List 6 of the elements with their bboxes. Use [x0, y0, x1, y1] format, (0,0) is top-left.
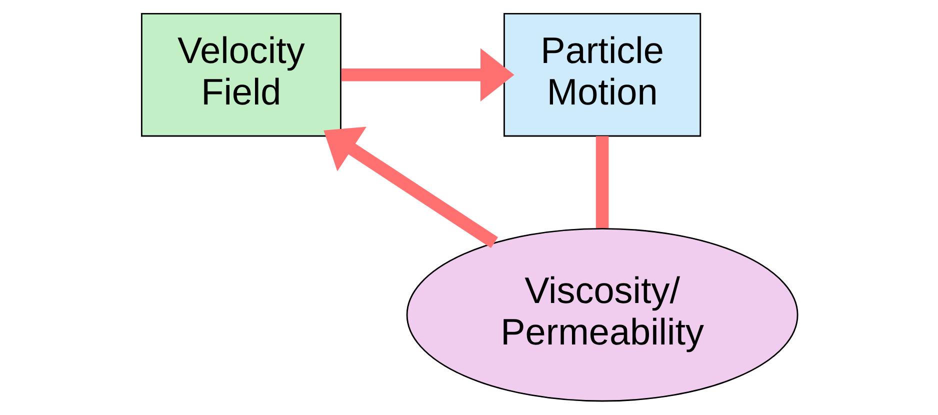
node-box: Velocity Field	[140, 13, 341, 137]
node-ellipse: Viscosity/ Permeability	[406, 228, 798, 402]
connector	[595, 136, 608, 228]
arrow	[340, 48, 514, 102]
node-box: Particle Motion	[503, 13, 701, 137]
arrow	[323, 126, 498, 248]
